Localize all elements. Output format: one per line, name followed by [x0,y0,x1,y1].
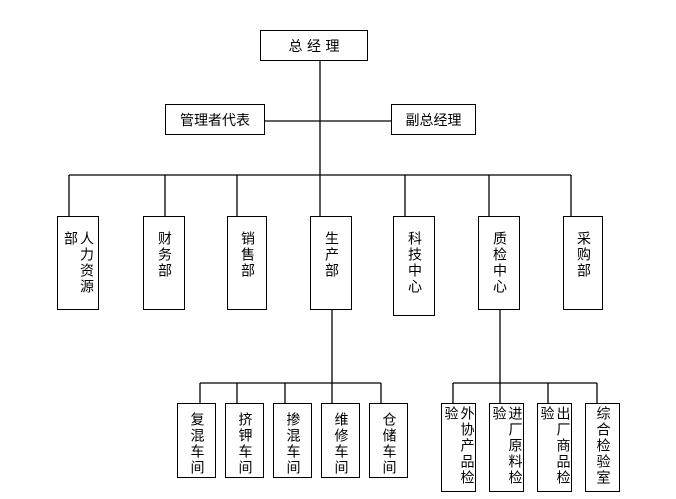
inspection-box: 综合检验室 [585,403,620,492]
dept-tech-center-box: 科技中心 [393,216,435,316]
dept-qc-center-label: 质检中心 [491,231,507,295]
inspection-box: 出厂商品检验 [537,403,572,492]
dept-finance-label: 财务部 [156,231,172,279]
dept-production-label: 生产部 [323,231,339,279]
inspection-box: 外协产品检验 [441,403,476,492]
dept-production-box: 生产部 [310,216,352,310]
workshop-box: 维修车间 [321,403,360,478]
inspection-label: 进厂原料检验 [490,406,523,486]
dept-hr-label: 人力资源部 [62,231,94,295]
dept-sales-box: 销售部 [227,216,267,310]
dept-qc-center-box: 质检中心 [478,216,520,310]
ceo-box: 总 经 理 [260,30,368,61]
workshop-label: 维修车间 [332,412,349,476]
inspection-label: 外协产品检验 [442,406,475,486]
workshop-label: 复混车间 [188,412,205,476]
dept-tech-center-label: 科技中心 [406,231,422,295]
workshop-label: 挤钾车间 [236,412,253,476]
deputy-gm-box: 副总经理 [391,104,476,135]
workshop-box: 挤钾车间 [225,403,264,478]
workshop-box: 复混车间 [177,403,216,478]
dept-sales-label: 销售部 [239,231,255,279]
inspection-box: 进厂原料检验 [489,403,524,492]
dept-hr-box: 人力资源部 [57,216,99,310]
inspection-label: 综合检验室 [594,406,611,486]
workshop-label: 掺混车间 [284,412,301,476]
workshop-label: 仓储车间 [380,412,397,476]
dept-purchasing-box: 采购部 [563,216,603,310]
workshop-box: 仓储车间 [369,403,408,478]
dept-purchasing-label: 采购部 [575,231,591,279]
management-rep-box: 管理者代表 [165,104,265,135]
dept-finance-box: 财务部 [143,216,185,310]
inspection-label: 出厂商品检验 [538,406,571,486]
workshop-box: 掺混车间 [273,403,312,478]
